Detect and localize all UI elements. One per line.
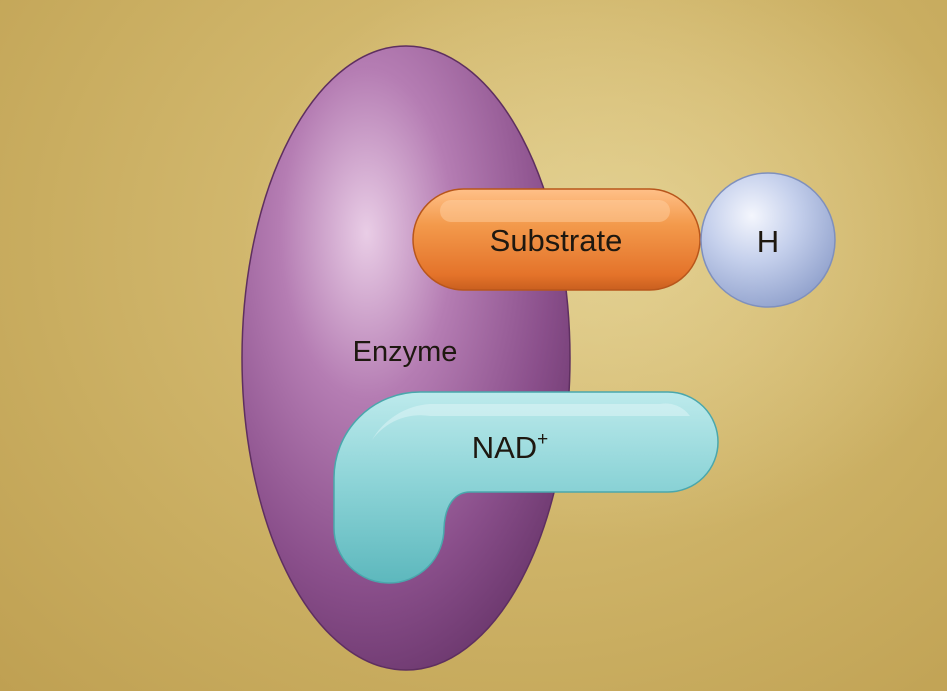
substrate-molecule: Substrate bbox=[412, 188, 701, 291]
svg-text:NAD+: NAD+ bbox=[472, 429, 549, 465]
hydrogen-atom: H bbox=[700, 172, 836, 308]
nad-shape bbox=[333, 391, 719, 584]
substrate-shape bbox=[412, 188, 701, 291]
hydrogen-label: H bbox=[757, 224, 779, 259]
substrate-highlight bbox=[440, 200, 670, 222]
nad-label: NAD bbox=[472, 430, 537, 465]
nad-highlight bbox=[372, 403, 690, 440]
nad-charge: + bbox=[537, 429, 548, 450]
nad-molecule: NAD+ bbox=[333, 391, 719, 584]
enzyme-label: Enzyme bbox=[353, 336, 458, 368]
substrate-label: Substrate bbox=[490, 223, 623, 258]
hydrogen-shape bbox=[700, 172, 836, 308]
